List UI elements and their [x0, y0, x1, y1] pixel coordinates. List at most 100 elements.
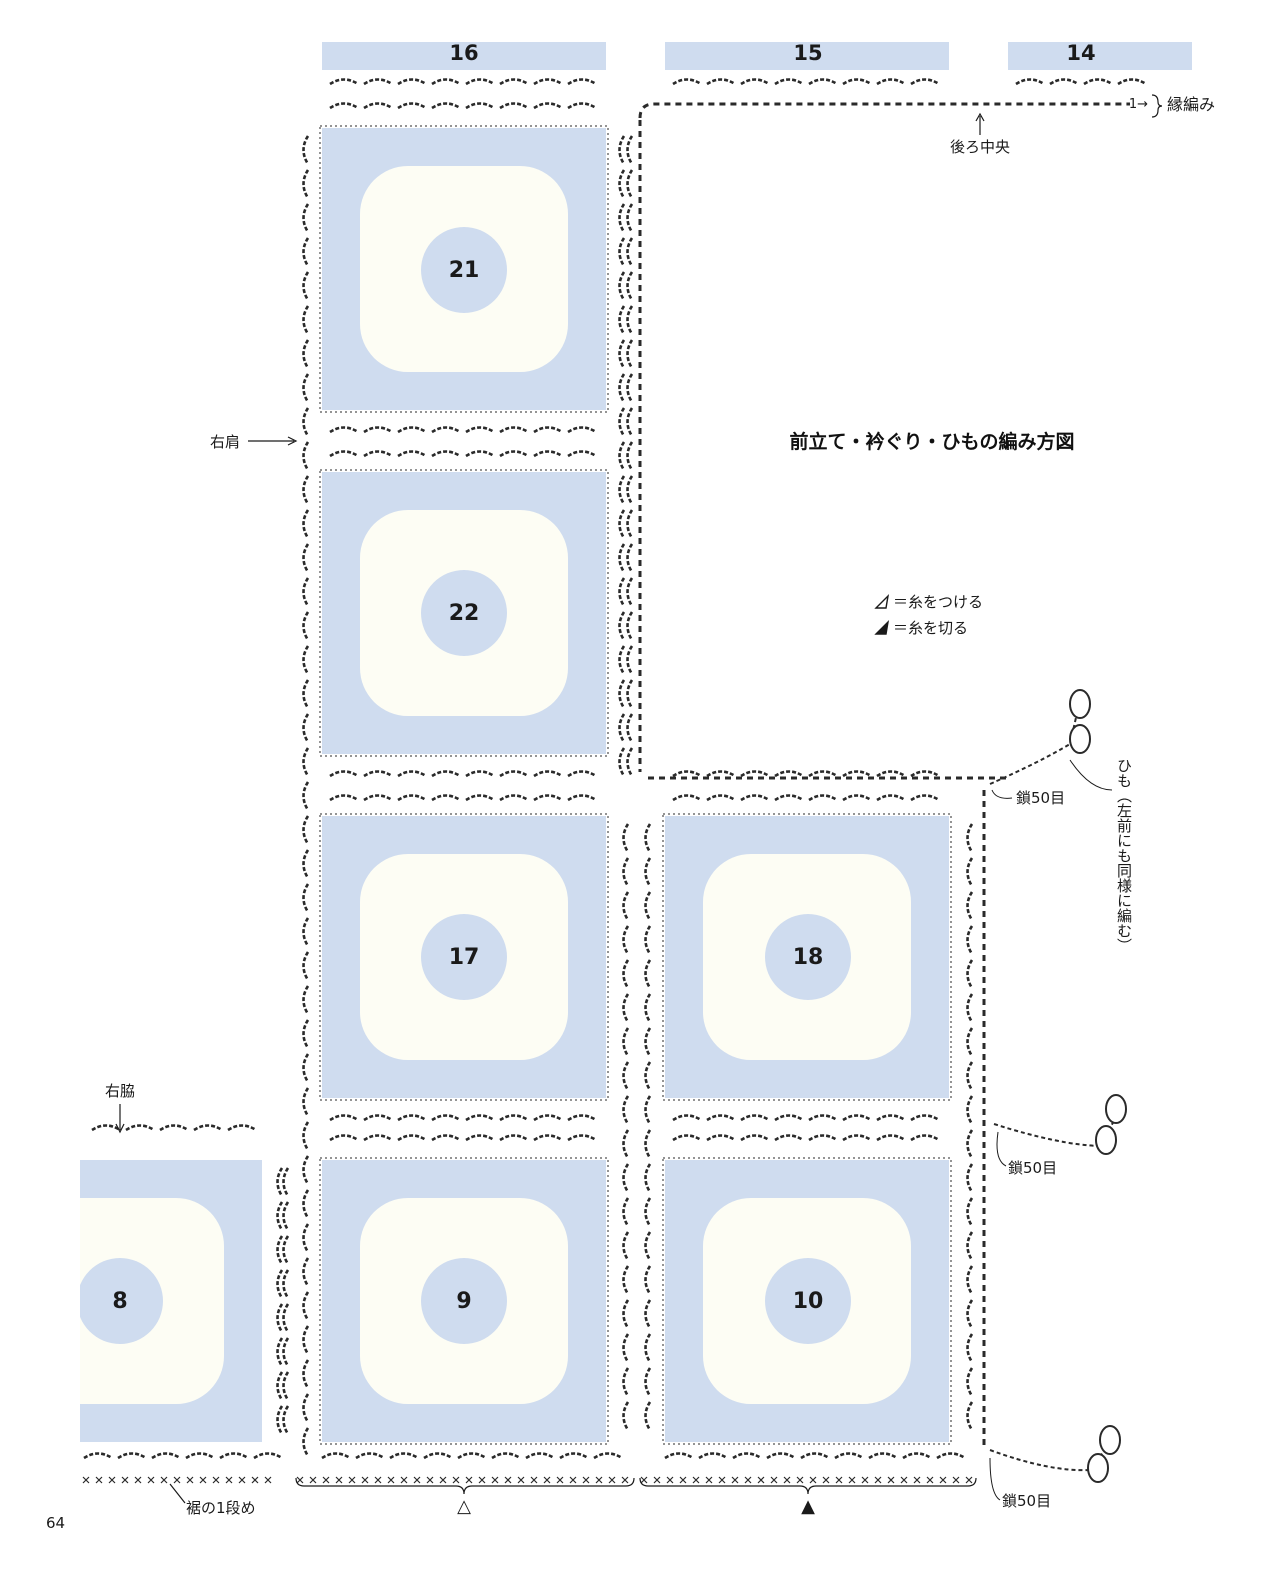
- chain-loop: [622, 959, 630, 989]
- chain-loop: [910, 78, 940, 86]
- chain-loop: [808, 1114, 838, 1122]
- motif-number: 8: [112, 1289, 127, 1314]
- chain-loop: [567, 1134, 597, 1142]
- chain-loop: [842, 794, 872, 802]
- chain-loop: [499, 770, 529, 778]
- motif-8: 8: [80, 1160, 262, 1442]
- chain-loop: [159, 1124, 189, 1132]
- chain-loop: [1117, 78, 1147, 86]
- chain-loop: [282, 1167, 290, 1197]
- chain-loop: [672, 1114, 702, 1122]
- motif-9: 9: [322, 1160, 606, 1442]
- chain-loop: [622, 1197, 630, 1227]
- chain-loop: [363, 770, 393, 778]
- chain-loop: [1015, 78, 1045, 86]
- chain-loop: [966, 1129, 974, 1159]
- chain-loop: [618, 543, 626, 573]
- motif-outline: [319, 125, 609, 413]
- sc-stitch: [770, 1476, 778, 1484]
- motif-15-body: [665, 42, 949, 70]
- chain-loop: [363, 1114, 393, 1122]
- chain-loop: [966, 1299, 974, 1329]
- chain-loop: [431, 426, 461, 434]
- chain-loop: [966, 1333, 974, 1363]
- chain-loop: [936, 1452, 966, 1460]
- motif-22-disc: [421, 570, 507, 656]
- chain-loop: [966, 823, 974, 853]
- motif-17-disc: [421, 914, 507, 1000]
- chain-loop: [966, 857, 974, 887]
- chain-loop: [618, 611, 626, 641]
- right-side-label: 右脇: [105, 1082, 135, 1100]
- right-shoulder-label: 右肩: [210, 433, 240, 451]
- chain-loop: [533, 450, 563, 458]
- chain-loop: [808, 1134, 838, 1142]
- sc-stitch: [160, 1476, 168, 1484]
- sc-stitch: [796, 1476, 804, 1484]
- chain-loop: [626, 611, 634, 641]
- chain-loop: [282, 1201, 290, 1231]
- chain-loop: [83, 1452, 113, 1460]
- chain-loop: [622, 1061, 630, 1091]
- sc-stitch: [374, 1476, 382, 1484]
- sc-stitch: [692, 1476, 700, 1484]
- chain-loop: [966, 1367, 974, 1397]
- chain-loop: [276, 1167, 284, 1197]
- chain-loop: [618, 577, 626, 607]
- chain-loop: [117, 1452, 147, 1460]
- chain-loop: [966, 1265, 974, 1295]
- chain-loop: [302, 1223, 310, 1253]
- chain-loop: [706, 794, 736, 802]
- chain-loop: [431, 1134, 461, 1142]
- chain-loop: [355, 1452, 385, 1460]
- chain-loop: [732, 1452, 762, 1460]
- motif-10: 10: [665, 1160, 949, 1442]
- sc-stitch: [82, 1476, 90, 1484]
- sc-stitch: [400, 1476, 408, 1484]
- chain-loop: [431, 770, 461, 778]
- chain-loop: [706, 770, 736, 778]
- chain-loop: [842, 78, 872, 86]
- chain-loop: [644, 1401, 652, 1431]
- chain-loop: [626, 271, 634, 301]
- chain-loop: [626, 407, 634, 437]
- chain-loop: [740, 794, 770, 802]
- chain-loop: [622, 857, 630, 887]
- chain-loop: [622, 993, 630, 1023]
- chain-loop: [499, 1134, 529, 1142]
- chain-loop: [302, 1019, 310, 1049]
- chain-loop: [966, 1027, 974, 1057]
- sc-stitch: [744, 1476, 752, 1484]
- motif-number: 9: [456, 1289, 471, 1314]
- chain-loop: [219, 1452, 249, 1460]
- chain-loop: [302, 543, 310, 573]
- chain-loop: [302, 1155, 310, 1185]
- motif-14-body: [1008, 42, 1192, 70]
- chain-loop: [533, 1134, 563, 1142]
- chain-loop: [567, 450, 597, 458]
- motif-22: 22: [322, 472, 606, 754]
- sc-stitch: [569, 1476, 577, 1484]
- motif-21: 21: [322, 128, 606, 410]
- sc-stitch: [413, 1476, 421, 1484]
- chain-loop: [618, 475, 626, 505]
- chain-loop: [302, 713, 310, 743]
- chain-loop: [329, 1134, 359, 1142]
- chain-loop: [842, 1134, 872, 1142]
- motif-number: 15: [793, 41, 822, 65]
- chain-loop: [302, 1189, 310, 1219]
- chain-loop: [618, 373, 626, 403]
- page-number: 64: [46, 1514, 65, 1532]
- chain-loop: [302, 1393, 310, 1423]
- chain-loop: [644, 823, 652, 853]
- chain-loop: [626, 305, 634, 335]
- chain-loop: [644, 993, 652, 1023]
- chain-loop: [910, 794, 940, 802]
- chain-loop: [302, 611, 310, 641]
- chain-loop: [910, 770, 940, 778]
- sc-stitch: [608, 1476, 616, 1484]
- chain-loop: [626, 441, 634, 471]
- chain-loop: [626, 373, 634, 403]
- chain-loop: [622, 1265, 630, 1295]
- chain-loop: [329, 794, 359, 802]
